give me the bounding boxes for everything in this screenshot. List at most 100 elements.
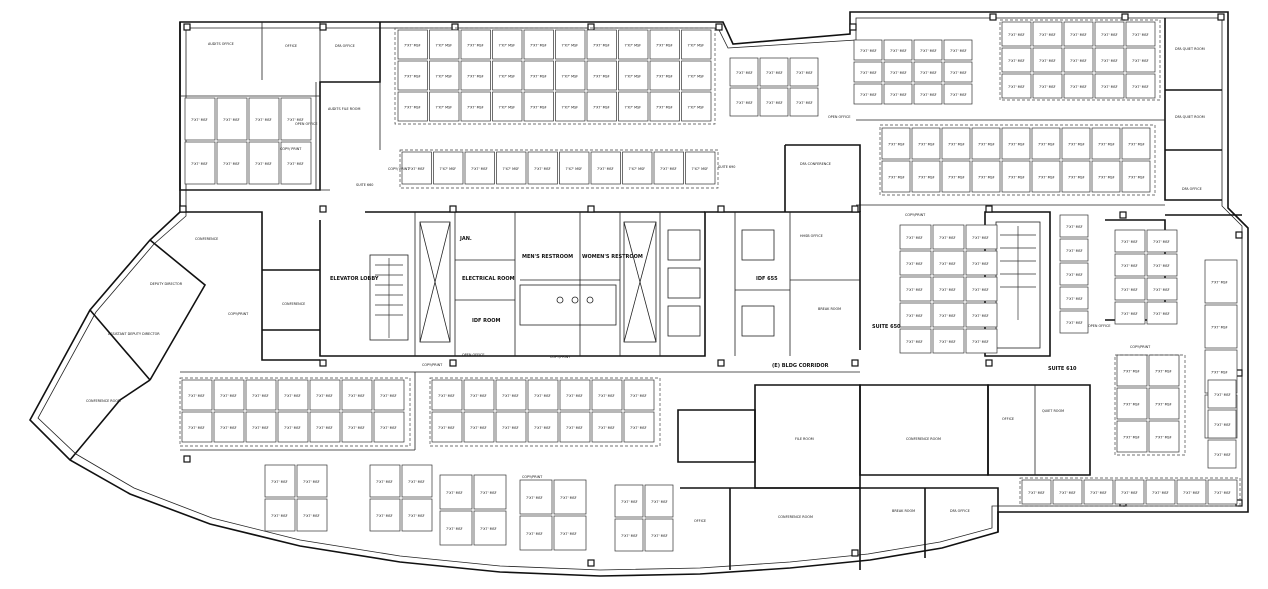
room-label-quiet-room: QUIET ROOM — [1042, 409, 1064, 413]
corridor-label: (E) BLDG CORRIDOR — [772, 363, 829, 369]
cubicle — [883, 39, 913, 61]
cubicle — [1116, 387, 1148, 420]
cubicle — [1125, 47, 1156, 73]
cubicle-size-label: 7'X7' MSF — [1211, 326, 1228, 330]
cubicle-size-label: 7'X7' MSF — [562, 106, 579, 110]
cubicle-size-label: 7'X7' MSF — [1090, 491, 1107, 495]
cubicle — [591, 379, 623, 411]
cubicle-size-label: 7'X7' MSF — [1153, 264, 1170, 268]
cubicle — [1052, 479, 1083, 505]
cubicle-size-label: 7'X7' MSF — [890, 71, 907, 75]
cubicle-size-label: 7'X7' MSF — [188, 394, 205, 398]
cubicle-size-label: 7'X7' MSF — [408, 480, 425, 484]
cubicle — [590, 151, 621, 185]
cubicle — [1094, 73, 1125, 99]
cubicle — [644, 484, 674, 518]
cubicle-size-label: 7'X7' MSF — [593, 106, 610, 110]
cubicle — [1032, 21, 1063, 47]
cubicle — [495, 379, 527, 411]
cubicle — [429, 91, 460, 122]
room-label-suite-650: SUITE 650 — [872, 324, 901, 330]
cubicle-size-label: 7'X7' MSF — [625, 44, 642, 48]
cubicle-size-label: 7'X7' MSF — [252, 426, 269, 430]
cubicle — [523, 91, 554, 122]
cubicle-size-label: 7'X7' MSF — [918, 143, 935, 147]
cubicle — [280, 97, 312, 141]
cubicle-size-label: 7'X7' MSF — [598, 426, 615, 430]
cubicle — [971, 160, 1001, 193]
cubicle-size-label: 7'X7' MSF — [271, 480, 288, 484]
cubicle — [559, 411, 591, 443]
cubicle-size-label: 7'X7' MSF — [972, 314, 989, 318]
cubicle — [1061, 127, 1091, 160]
cubicle — [277, 379, 309, 411]
cubicle — [913, 83, 943, 105]
cubicle-size-label: 7'X7' MSF — [1039, 59, 1056, 63]
cubicle-size-label: 7'X7' MSF — [530, 106, 547, 110]
room-label-dfa-office-2: DFA OFFICE — [335, 44, 355, 48]
cubicle-size-label: 7'X7' MSF — [1128, 176, 1145, 180]
cubicle-size-label: 7'X7' MSF — [1132, 59, 1149, 63]
cubicle-size-label: 7'X7' MSF — [376, 480, 393, 484]
cubicle-size-label: 7'X7' MSF — [972, 236, 989, 240]
walls — [29, 11, 1249, 577]
room-label-suite-610: SUITE 610 — [1048, 366, 1077, 372]
cubicle-size-label: 7'X7' MSF — [948, 176, 965, 180]
cubicle — [373, 411, 405, 443]
cubicle — [1083, 479, 1114, 505]
cubicle — [789, 87, 819, 117]
cubicle — [341, 411, 373, 443]
cubicle-size-label: 7'X7' MSF — [630, 426, 647, 430]
cubicle-size-label: 7'X7' MSF — [1101, 59, 1118, 63]
cubicle — [555, 29, 586, 60]
cubicle — [965, 302, 998, 328]
cubicle — [492, 91, 523, 122]
cubicle-size-label: 7'X7' MSF — [287, 118, 304, 122]
cubicle — [618, 91, 649, 122]
room-label-copy-print-7: COPY/PRINT — [905, 213, 926, 217]
cubicle-size-label: 7'X7' MSF — [252, 394, 269, 398]
cubicle — [296, 464, 328, 498]
cubicle-size-label: 7'X7' MSF — [1039, 85, 1056, 89]
cubicle — [932, 302, 965, 328]
cubicle-size-label: 7'X7' MSF — [950, 49, 967, 53]
cubicle-size-label: 7'X7' MSF — [499, 106, 516, 110]
cubicle — [463, 379, 495, 411]
cubicle-size-label: 7'X7' MSF — [1066, 249, 1083, 253]
cubicle-size-label: 7'X7' MSF — [348, 426, 365, 430]
cubicle — [881, 127, 911, 160]
room-label-break-upper: BREAK ROOM — [818, 307, 841, 311]
cubicle — [1114, 229, 1146, 253]
cubicle — [943, 61, 973, 83]
cubicle-size-label: 7'X7' MSF — [978, 143, 995, 147]
cubicle-size-label: 7'X7' MSF — [939, 236, 956, 240]
cubicle — [899, 302, 932, 328]
cubicle-size-label: 7'X7' MSF — [1214, 393, 1231, 397]
cubicle-size-label: 7'X7' MSF — [562, 75, 579, 79]
cubicle — [553, 479, 587, 515]
room-label-office-1: OFFICE — [694, 519, 706, 523]
cubicle-size-label: 7'X7' MSF — [1153, 288, 1170, 292]
cubicle-size-label: 7'X7' MSF — [191, 162, 208, 166]
cubicle-size-label: 7'X7' MSF — [950, 93, 967, 97]
room-label-copy-print-3: COPY/PRINT — [228, 312, 249, 316]
cubicle — [369, 498, 401, 532]
cubicle — [1001, 127, 1031, 160]
room-label-idf-room: IDF ROOM — [472, 318, 501, 324]
cubicle-size-label: 7'X7' MSF — [796, 71, 813, 75]
cubicle — [216, 97, 248, 141]
cubicle — [264, 498, 296, 532]
room-label-conference-west: CONFERENCE ROOM — [86, 399, 121, 403]
cubicle-size-label: 7'X7' MSF — [1098, 176, 1115, 180]
cubicle-size-label: 7'X7' MSF — [284, 394, 301, 398]
cubicle — [341, 379, 373, 411]
cubicle — [1001, 47, 1032, 73]
cubicle — [431, 379, 463, 411]
cubicle-size-label: 7'X7' MSF — [530, 75, 547, 79]
cubicle-size-label: 7'X7' MSF — [1066, 321, 1083, 325]
cubicle — [264, 464, 296, 498]
cubicle-size-label: 7'X7' MSF — [499, 75, 516, 79]
cubicle-size-label: 7'X7' MSF — [629, 167, 646, 171]
cubicle-size-label: 7'X7' MSF — [1155, 403, 1172, 407]
